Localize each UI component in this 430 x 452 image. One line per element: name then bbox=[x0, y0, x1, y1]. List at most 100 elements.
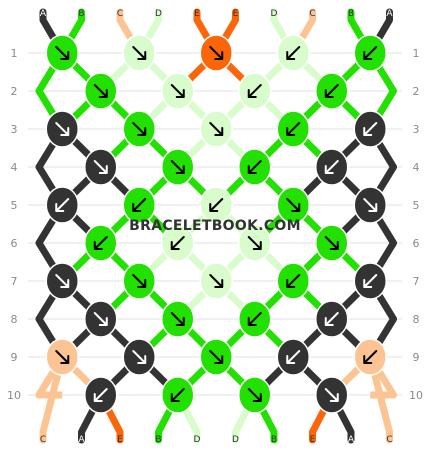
arrow-down-right-icon bbox=[209, 274, 224, 288]
row-label-left: 7 bbox=[11, 275, 18, 288]
knot bbox=[199, 110, 233, 148]
top-strand-label: C bbox=[117, 9, 123, 19]
knot bbox=[45, 110, 79, 148]
bottom-strand bbox=[366, 353, 393, 444]
knot bbox=[315, 148, 349, 186]
arrow-down-right-icon bbox=[170, 84, 185, 98]
arrow-down-left-icon bbox=[209, 198, 224, 212]
arrow-down-right-icon bbox=[170, 312, 185, 326]
row-label-right: 6 bbox=[413, 237, 420, 250]
top-strand-label: C bbox=[309, 9, 315, 19]
knot bbox=[238, 300, 272, 338]
knot bbox=[199, 338, 233, 376]
arrow-down-right-icon bbox=[55, 350, 70, 364]
bottom-strand-label: B bbox=[155, 435, 161, 445]
arrow-down-right-icon bbox=[93, 160, 108, 174]
top-strand-label: B bbox=[78, 9, 84, 19]
bottom-strand-label: E bbox=[117, 435, 123, 445]
bottom-strand-label: D bbox=[232, 435, 239, 445]
row-label-left: 10 bbox=[7, 389, 21, 402]
row-label-left: 2 bbox=[11, 85, 18, 98]
bottom-strand-label: A bbox=[348, 435, 355, 445]
arrow-down-left-icon bbox=[363, 122, 378, 136]
top-strand-label: D bbox=[271, 9, 278, 19]
arrow-down-left-icon bbox=[363, 274, 378, 288]
knot bbox=[161, 148, 195, 186]
arrow-down-right-icon bbox=[209, 122, 224, 136]
arrow-down-right-icon bbox=[93, 84, 108, 98]
arrow-down-right-icon bbox=[363, 198, 378, 212]
row-label-right: 3 bbox=[413, 123, 420, 136]
knot bbox=[238, 376, 272, 414]
knot bbox=[84, 72, 118, 110]
top-strand-label: A bbox=[40, 9, 47, 19]
knot bbox=[161, 300, 195, 338]
knot bbox=[353, 110, 387, 148]
top-strand-label: D bbox=[155, 9, 162, 19]
arrow-down-left-icon bbox=[55, 198, 70, 212]
watermark: BRACELETBOOK.COM bbox=[129, 218, 301, 234]
knot bbox=[45, 338, 79, 376]
knot bbox=[353, 34, 387, 72]
row-label-right: 10 bbox=[409, 389, 423, 402]
knot bbox=[122, 338, 156, 376]
row-label-left: 1 bbox=[11, 47, 18, 60]
knot bbox=[122, 186, 156, 224]
knot bbox=[238, 72, 272, 110]
arrow-down-right-icon bbox=[132, 122, 147, 136]
row-label-left: 8 bbox=[11, 313, 18, 326]
arrow-down-right-icon bbox=[286, 198, 301, 212]
knot bbox=[315, 376, 349, 414]
arrow-down-left-icon bbox=[324, 84, 339, 98]
knot bbox=[122, 34, 156, 72]
bottom-strand-label: A bbox=[78, 435, 85, 445]
knot bbox=[353, 186, 387, 224]
bottom-strand-label: C bbox=[386, 435, 392, 445]
knot bbox=[315, 300, 349, 338]
arrow-down-right-icon bbox=[55, 274, 70, 288]
arrow-down-left-icon bbox=[324, 160, 339, 174]
row-label-right: 7 bbox=[413, 275, 420, 288]
knot bbox=[84, 224, 118, 262]
knot bbox=[199, 186, 233, 224]
knot bbox=[315, 224, 349, 262]
row-label-left: 3 bbox=[11, 123, 18, 136]
knot bbox=[45, 186, 79, 224]
arrow-down-left-icon bbox=[247, 160, 262, 174]
arrow-down-left-icon bbox=[93, 388, 108, 402]
arrow-down-left-icon bbox=[363, 350, 378, 364]
knot bbox=[353, 262, 387, 300]
arrow-down-right-icon bbox=[93, 312, 108, 326]
row-label-right: 2 bbox=[413, 85, 420, 98]
knot bbox=[161, 224, 195, 262]
knot bbox=[199, 34, 233, 72]
knot bbox=[84, 148, 118, 186]
bottom-strand-label: E bbox=[310, 435, 316, 445]
arrow-down-left-icon bbox=[286, 46, 301, 60]
top-strand-label: A bbox=[386, 9, 393, 19]
knot bbox=[276, 262, 310, 300]
arrow-down-left-icon bbox=[286, 350, 301, 364]
arrow-down-left-icon bbox=[286, 274, 301, 288]
arrow-down-right-icon bbox=[132, 350, 147, 364]
row-label-left: 6 bbox=[11, 237, 18, 250]
row-label-right: 9 bbox=[413, 351, 420, 364]
top-strand-label: E bbox=[194, 9, 200, 19]
arrow-down-left-icon bbox=[170, 388, 185, 402]
bottom-strand bbox=[39, 353, 66, 444]
arrow-down-right-icon bbox=[132, 46, 147, 60]
arrow-down-left-icon bbox=[93, 236, 108, 250]
arrow-down-right-icon bbox=[247, 388, 262, 402]
arrow-down-right-icon bbox=[170, 160, 185, 174]
arrow-down-right-icon bbox=[55, 46, 70, 60]
row-label-left: 5 bbox=[11, 199, 18, 212]
row-label-right: 5 bbox=[413, 199, 420, 212]
arrow-down-left-icon bbox=[170, 236, 185, 250]
knot bbox=[84, 376, 118, 414]
arrow-down-right-icon bbox=[209, 46, 224, 60]
arrow-down-right-icon bbox=[132, 274, 147, 288]
knot bbox=[276, 110, 310, 148]
